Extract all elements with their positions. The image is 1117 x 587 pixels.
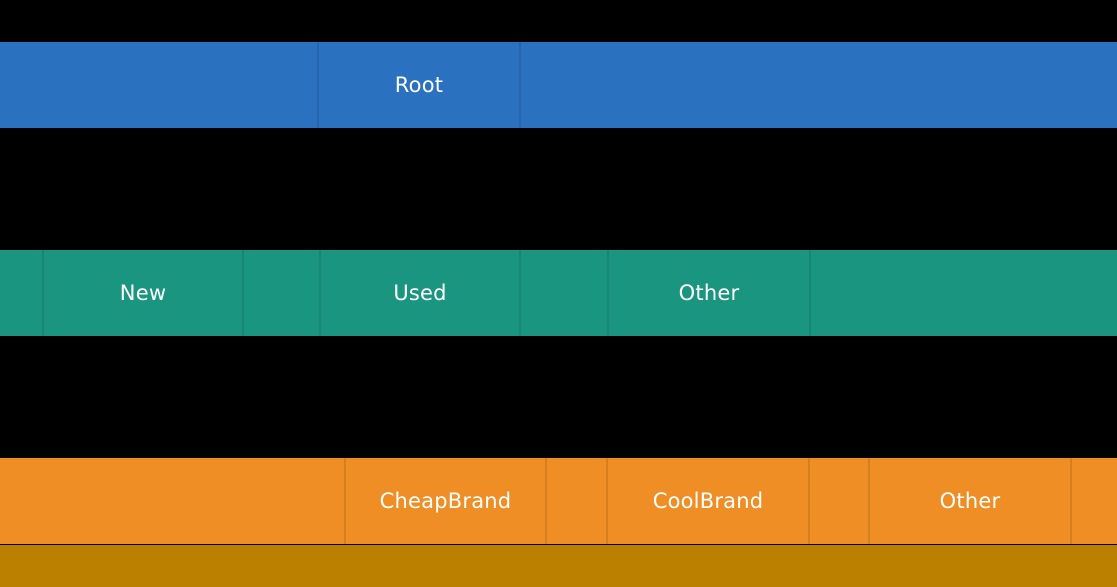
icicle-node-depth0-2[interactable] bbox=[520, 42, 1117, 128]
icicle-node-depth1-0[interactable] bbox=[0, 250, 43, 336]
icicle-node-depth1-2[interactable] bbox=[243, 250, 320, 336]
icicle-node-used[interactable]: Used bbox=[320, 250, 520, 336]
icicle-node-coolbrand[interactable]: CoolBrand bbox=[607, 458, 809, 544]
icicle-node-label: Other bbox=[939, 488, 1001, 513]
icicle-node-label: Other bbox=[678, 280, 740, 305]
icicle-node-depth2-6[interactable] bbox=[1071, 458, 1117, 544]
icicle-node-depth2-4[interactable] bbox=[809, 458, 869, 544]
icicle-node-depth3-0[interactable] bbox=[0, 545, 1117, 587]
icicle-node-label: Root bbox=[394, 72, 444, 97]
icicle-node-depth1-4[interactable] bbox=[520, 250, 608, 336]
icicle-node-other[interactable]: Other bbox=[608, 250, 810, 336]
icicle-node-label: Used bbox=[393, 280, 447, 305]
icicle-node-depth0-0[interactable] bbox=[0, 42, 318, 128]
icicle-node-depth2-2[interactable] bbox=[546, 458, 607, 544]
icicle-node-new[interactable]: New bbox=[43, 250, 243, 336]
icicle-node-label: CheapBrand bbox=[379, 488, 512, 513]
icicle-node-root[interactable]: Root bbox=[318, 42, 520, 128]
icicle-node-label: CoolBrand bbox=[652, 488, 764, 513]
icicle-node-depth1-6[interactable] bbox=[810, 250, 1117, 336]
icicle-node-label: New bbox=[119, 280, 167, 305]
icicle-node-depth2-0[interactable] bbox=[0, 458, 345, 544]
icicle-node-other[interactable]: Other bbox=[869, 458, 1071, 544]
icicle-node-cheapbrand[interactable]: CheapBrand bbox=[345, 458, 546, 544]
